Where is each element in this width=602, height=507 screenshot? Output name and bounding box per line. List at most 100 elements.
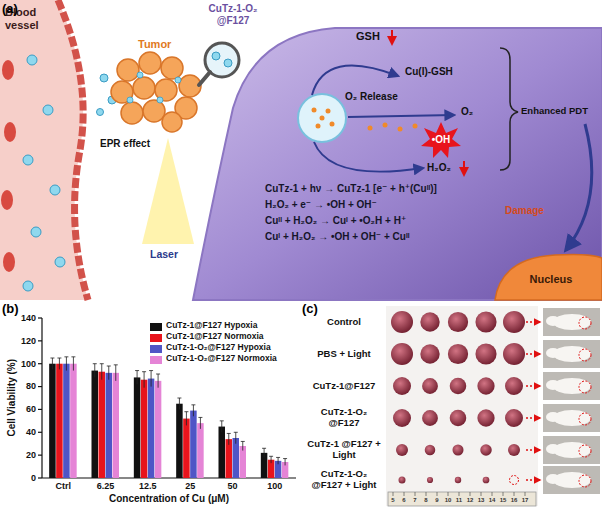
reaction-equation: CuTz-1 + hν → CuTz-1 [e⁻ + h⁺(Cuᴵᴵ)] (265, 183, 437, 195)
tumor (422, 378, 438, 394)
ruler-tick (525, 492, 526, 496)
tick-label: 120 (21, 336, 36, 346)
tumor (477, 377, 494, 394)
panel-letter: (c) (302, 302, 318, 317)
category-label: 100 (267, 481, 282, 491)
error-cap (177, 398, 181, 399)
mouse-photo (543, 404, 600, 432)
tumor-cluster (111, 52, 201, 132)
error-cap (198, 417, 202, 418)
legend-text: CuTz-1-O₂@F127 Normoxia (166, 354, 277, 364)
ruler-number: 16 (511, 497, 518, 504)
ruler-number: 17 (522, 497, 529, 504)
legend-swatch (150, 323, 162, 331)
bar (70, 364, 77, 478)
link-arrow (526, 479, 540, 481)
tick-label: 20 (26, 450, 36, 460)
tumor-site (579, 349, 591, 361)
ruler-number: 11 (456, 497, 462, 504)
laser-beam (142, 138, 194, 244)
reaction-equation: H₂O₂ + e⁻ → •OH + OH⁻ (265, 199, 377, 211)
bar (134, 377, 141, 478)
tumor-site (579, 317, 591, 329)
annotation: Damage (505, 205, 544, 217)
tumor (477, 409, 494, 426)
bar (56, 364, 63, 478)
mouse-head (546, 316, 560, 326)
error-bar (228, 433, 229, 444)
tumor (452, 444, 463, 455)
magnifier (199, 43, 239, 85)
ruler-number: 7 (413, 497, 416, 504)
error-cap (191, 404, 195, 405)
tumor (422, 410, 438, 426)
chart-axes (38, 318, 296, 478)
ruler-number: 8 (424, 497, 427, 504)
error-bar (186, 412, 187, 426)
category-label: 50 (227, 481, 237, 491)
panel-letter: (b) (2, 302, 19, 317)
radical-star: •OH (421, 122, 461, 158)
error-cap (184, 411, 188, 412)
ruler-number: 14 (489, 497, 496, 504)
tumor (399, 477, 406, 484)
bar (197, 423, 204, 478)
error-bar (285, 459, 286, 466)
tumor-site (579, 381, 591, 393)
ruler (388, 492, 536, 506)
error-cap (64, 356, 68, 357)
error-cap (149, 370, 153, 371)
bar-series (49, 357, 288, 478)
ruler-tick (415, 492, 416, 496)
ruler-number: 12 (467, 497, 474, 504)
tumor-site (579, 413, 591, 425)
error-cap (57, 358, 61, 359)
axis-title: Cell Viability (%) (6, 359, 18, 437)
error-bar (59, 358, 60, 369)
ruler-tick (426, 492, 427, 496)
error-bar (144, 372, 145, 388)
error-bar (242, 441, 243, 450)
annotation: GSH (356, 30, 380, 43)
link-arrow (526, 449, 540, 451)
bar (92, 371, 99, 478)
legend-swatch (150, 345, 162, 353)
blood-vessel: Blood vessel (0, 0, 96, 300)
error-cap (269, 456, 273, 457)
error-bar (73, 357, 74, 371)
tumor-cell: CuTz-1 + hν → CuTz-1 [e⁻ + h⁺(Cuᴵᴵ)] H₂O₂… (185, 28, 602, 300)
tick-label: 100 (21, 359, 36, 369)
tumor-site (579, 445, 591, 457)
error-cap (93, 363, 97, 364)
mouse-head (546, 444, 560, 454)
legend-text: CuTz-1@F127 Normoxia (166, 332, 264, 342)
tumor (391, 343, 413, 365)
annotation: O₂ (461, 106, 473, 118)
tumor (475, 311, 496, 332)
ruler-tick (503, 492, 504, 496)
tumor (393, 409, 411, 427)
error-cap (283, 458, 287, 459)
tumor (393, 377, 411, 395)
mouse-head (546, 412, 560, 422)
ruler-tick (459, 492, 460, 496)
bar (226, 439, 233, 478)
error-bar (264, 448, 265, 457)
mouse-head (546, 348, 560, 358)
group-label: CuTz-1@F127 (305, 381, 383, 392)
mouse-head (546, 474, 560, 484)
group-label: CuTz-1-O₂ @F127 (305, 407, 383, 429)
error-bar (137, 371, 138, 385)
legend-text: CuTz-1@F127 Hypoxia (166, 321, 257, 331)
tumor-images (391, 308, 600, 496)
annotation: H₂O₂ (427, 162, 451, 174)
bar (240, 446, 247, 478)
error-cap (156, 374, 160, 375)
tumor (450, 378, 467, 395)
annotation: Enhanced PDT (521, 106, 588, 117)
radical-text: •OH (432, 134, 451, 146)
error-cap (142, 371, 146, 372)
tick-label: 140 (21, 313, 36, 323)
legend-swatch (150, 356, 162, 364)
